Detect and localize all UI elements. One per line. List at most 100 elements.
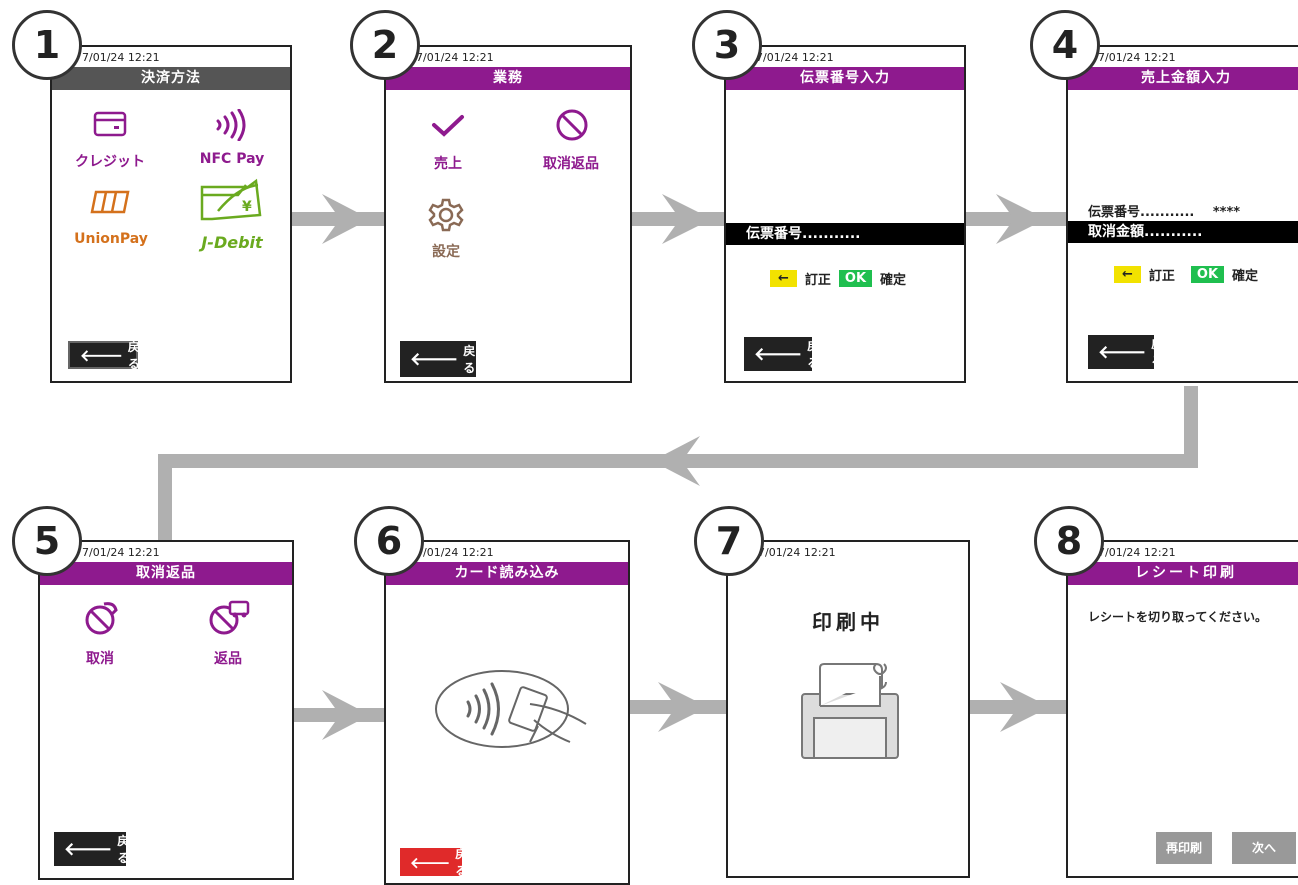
arrow-left-key[interactable]: ←	[770, 270, 797, 287]
screen-header: レシート印刷	[1068, 562, 1298, 585]
nfc-icon	[216, 109, 246, 141]
back-label: 戻る	[463, 344, 476, 375]
screen-business: 7/01/24 12:21 業務 売上 取消返品 設定 🡐 戻る	[384, 45, 632, 383]
reprint-button[interactable]: 再印刷	[1156, 832, 1212, 864]
cancel-label[interactable]: 取消	[86, 651, 114, 667]
datetime: 7/01/24 12:21	[758, 546, 836, 559]
j-debit-icon: ¥	[200, 178, 262, 221]
arrow-head-6-7	[658, 682, 708, 732]
slip-number-label: 伝票番号...........	[1088, 205, 1195, 220]
unionpay-icon	[90, 190, 130, 214]
confirm-label: 確定	[880, 273, 907, 288]
screen-card-reading: 7/01/24 12:21 カード読み込み 🡐 戻る	[384, 540, 630, 885]
screen-header: 伝票番号入力	[726, 67, 964, 90]
back-label: 戻る	[455, 847, 468, 878]
arrow-left-icon: 🡐	[80, 346, 123, 365]
confirm-label: 確定	[1232, 269, 1259, 284]
gear-icon	[428, 198, 464, 232]
back-label: 戻る	[807, 339, 820, 370]
arrow-right-icon: 🡒	[1243, 870, 1286, 876]
step-badge-3: 3	[692, 10, 762, 80]
back-button[interactable]: 🡐 戻る	[744, 337, 819, 371]
arrow-head-return	[652, 436, 700, 486]
ok-key[interactable]: OK	[838, 270, 873, 287]
arrow-left-icon: 🡐	[410, 853, 451, 872]
step-badge-4: 4	[1030, 10, 1100, 80]
connector-down-5	[158, 454, 172, 540]
slip-number-row: 伝票番号........... ****	[1088, 201, 1240, 220]
screen-payment-method: 7/01/24 12:21 決済方法 クレジット NFC Pay UnionPa…	[50, 45, 292, 383]
arrow-left-icon: 🡐	[1098, 341, 1147, 363]
datetime: 7/01/24 12:21	[416, 546, 494, 559]
cancel-amount-field[interactable]: 取消金額...........	[1068, 221, 1298, 243]
printing-message: 印刷中	[812, 610, 884, 634]
slip-number-field[interactable]: 伝票番号...........	[726, 223, 964, 245]
screen-sales-amount-input: 7/01/24 12:21 売上金額入力 伝票番号........... ***…	[1066, 45, 1298, 383]
credit-label[interactable]: クレジット	[75, 154, 145, 170]
j-debit-label[interactable]: J-Debit	[201, 233, 263, 252]
back-button[interactable]: 🡐 戻る	[400, 847, 467, 878]
key-row: ← 訂正 OK 確定	[770, 269, 906, 288]
credit-card-icon	[93, 111, 127, 137]
back-button[interactable]: 🡐 戻る	[1088, 335, 1163, 369]
datetime: 7/01/24 12:21	[756, 51, 834, 64]
ok-key[interactable]: OK	[1190, 266, 1225, 283]
back-button[interactable]: 🡐 戻る	[400, 341, 476, 377]
arrow-head-7-8	[1000, 682, 1050, 732]
key-row: ← 訂正 OK 確定	[1114, 265, 1258, 284]
datetime: 7/01/24 12:21	[1098, 546, 1176, 559]
arrow-left-icon: 🡐	[410, 348, 459, 370]
arrow-head-5-6	[322, 690, 370, 740]
screen-slip-number-input: 7/01/24 12:21 伝票番号入力 伝票番号........... ← 訂…	[724, 45, 966, 383]
arrow-left-icon: 🡐	[754, 343, 803, 365]
screen-header: カード読み込み	[386, 562, 628, 585]
back-button[interactable]: 🡐 戻る	[68, 340, 140, 371]
back-label: 戻る	[127, 340, 140, 371]
cancel-return-label[interactable]: 取消返品	[543, 156, 599, 172]
contactless-tap-icon	[435, 670, 587, 748]
step-badge-2: 2	[350, 10, 420, 80]
return-label[interactable]: 返品	[214, 651, 242, 667]
step-badge-1: 1	[12, 10, 82, 80]
screen-cancel-return: 7/01/24 12:21 取消返品 取消 返品 🡐 戻る	[38, 540, 294, 880]
step-badge-7: 7	[694, 506, 764, 576]
unionpay-label[interactable]: UnionPay	[74, 231, 148, 247]
settings-label[interactable]: 設定	[432, 244, 460, 260]
arrow-left-key[interactable]: ←	[1114, 266, 1141, 283]
sales-label[interactable]: 売上	[434, 156, 462, 172]
step-badge-8: 8	[1034, 506, 1104, 576]
cancel-return-icon	[556, 109, 588, 141]
correct-label: 訂正	[804, 273, 831, 288]
svg-text:¥: ¥	[242, 199, 252, 215]
screen-header: 取消返品	[40, 562, 292, 585]
datetime: 7/01/24 12:21	[82, 51, 160, 64]
screen-receipt-print: 7/01/24 12:21 レシート印刷 レシートを切り取ってください。 再印刷…	[1066, 540, 1298, 878]
slip-number-value: ****	[1212, 205, 1241, 220]
back-label: 戻る	[1151, 337, 1164, 368]
back-label: 戻る	[117, 834, 130, 865]
arrow-head-2-3	[662, 194, 712, 244]
arrow-head-1-2	[322, 194, 370, 244]
connector-4-down	[1184, 386, 1198, 468]
datetime: 7/01/24 12:21	[82, 546, 160, 559]
datetime: 7/01/24 12:21	[1098, 51, 1176, 64]
back-button[interactable]: 🡐 戻る	[54, 832, 130, 866]
screen-header: 業務	[386, 67, 630, 90]
correct-label: 訂正	[1148, 269, 1175, 284]
check-icon	[432, 115, 464, 137]
screen-header: 決済方法	[52, 67, 290, 90]
screen-printing: 7/01/24 12:21 印刷中	[726, 540, 970, 878]
screen-header: 売上金額入力	[1068, 67, 1298, 90]
arrow-head-3-4	[996, 194, 1046, 244]
step-badge-6: 6	[354, 506, 424, 576]
next-button[interactable]: 次へ 🡒	[1232, 832, 1296, 876]
step-badge-5: 5	[12, 506, 82, 576]
next-label: 次へ	[1251, 841, 1276, 855]
datetime: 7/01/24 12:21	[416, 51, 494, 64]
receipt-message: レシートを切り取ってください。	[1088, 610, 1268, 624]
return-truck-icon	[209, 600, 250, 635]
nfc-pay-label[interactable]: NFC Pay	[199, 151, 265, 167]
arrow-left-icon: 🡐	[64, 838, 113, 860]
cancel-icon	[85, 602, 118, 635]
